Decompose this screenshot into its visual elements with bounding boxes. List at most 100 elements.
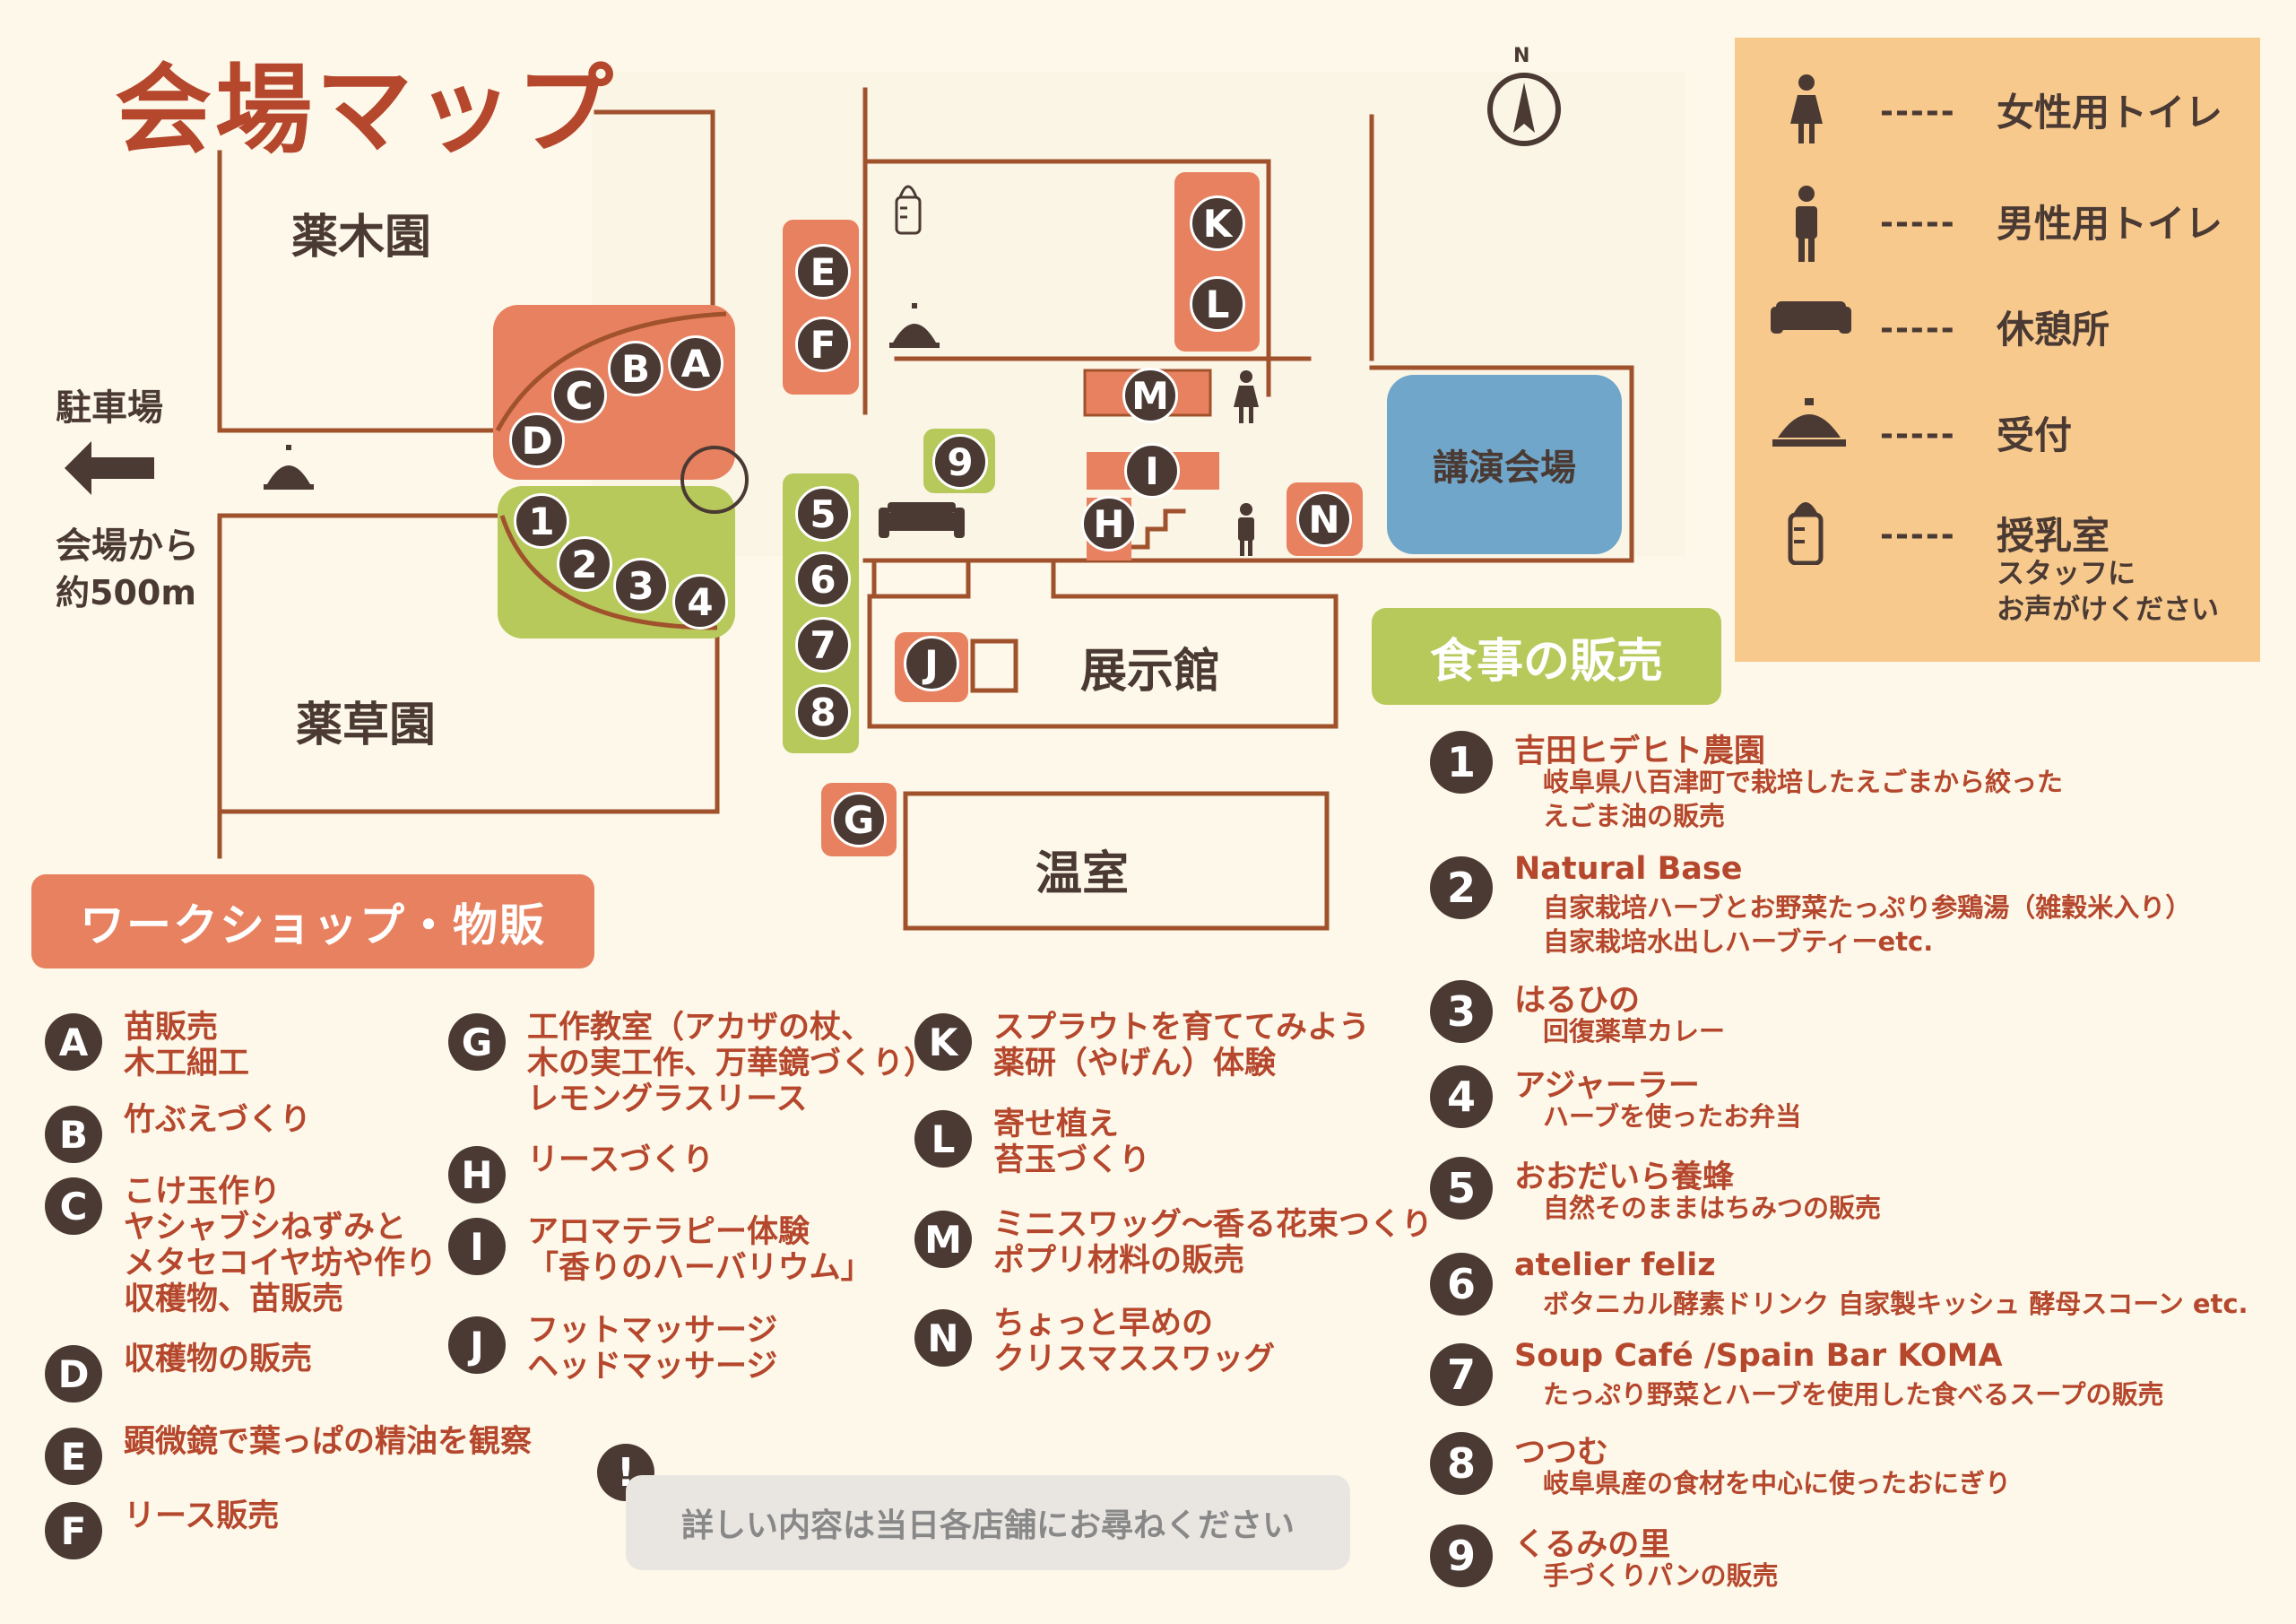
marker-4[interactable]: 4	[672, 574, 728, 630]
marker-h[interactable]: H	[1081, 496, 1137, 551]
sofa-icon	[1771, 301, 1851, 334]
marker-j[interactable]: J	[904, 636, 959, 691]
food-heading: 食事の販売	[1372, 608, 1721, 705]
path-curve	[495, 311, 727, 432]
marker-3[interactable]: 3	[613, 558, 669, 613]
workshop-key-badge: E	[45, 1428, 102, 1485]
legend-label-female: 女性用トイレ	[1997, 91, 2223, 135]
marker-c[interactable]: C	[551, 368, 607, 423]
workshop-item-line: スプラウトを育ててみよう	[993, 1010, 1371, 1046]
workshop-key-badge: L	[914, 1110, 972, 1168]
path-line	[1369, 365, 1634, 563]
workshop-item-line: 苔玉づくり	[993, 1142, 1151, 1178]
label-parking: 駐車場	[56, 387, 163, 429]
label-lecture-hall: 講演会場	[1387, 375, 1622, 554]
marker-l[interactable]: L	[1190, 276, 1245, 332]
food-vendor-name: atelier feliz	[1514, 1247, 1716, 1283]
tenjikan-outline	[867, 594, 1339, 729]
legend-row-male: ----- 男性用トイレ	[1735, 185, 2260, 265]
food-desc-line: 自家栽培ハーブとお野菜たっぷり参鶏湯（雑穀米入り）	[1543, 892, 2192, 923]
female-toilet-icon	[1790, 74, 1823, 143]
food-vendor-desc: たっぷり野菜とハーブを使用した食べるスープの販売	[1543, 1377, 2164, 1411]
workshop-item-text: ミニスワッグ～香る花束つくりポプリ材料の販売	[993, 1207, 1433, 1279]
marker-a[interactable]: A	[668, 335, 723, 391]
workshop-item-line: ミニスワッグ～香る花束つくり	[993, 1207, 1434, 1243]
marker-b[interactable]: B	[608, 341, 663, 396]
food-vendor-desc: ハーブを使ったお弁当	[1543, 1099, 1801, 1133]
workshop-item-text: こけ玉作りヤシャブシねずみとメタセコイヤ坊や作り収穫物、苗販売	[124, 1174, 437, 1317]
food-desc-line: 手づくりパンの販売	[1543, 1560, 1779, 1591]
workshop-item-line: 薬研（やげん）体験	[993, 1046, 1277, 1081]
marker-9[interactable]: 9	[932, 434, 988, 490]
legend-label-male: 男性用トイレ	[1997, 202, 2223, 246]
marker-5[interactable]: 5	[795, 486, 851, 542]
page-title: 会場マップ	[115, 55, 618, 167]
arrow-left-icon	[65, 441, 154, 495]
legend-dash: -----	[1880, 310, 1956, 347]
path-curve	[499, 515, 718, 630]
path-line	[217, 513, 500, 859]
food-desc-line: えごま油の販売	[1543, 801, 1726, 831]
workshop-item-line: リースづくり	[527, 1142, 715, 1178]
workshop-item-line: 「香りのハーバリウム」	[527, 1250, 872, 1286]
reception-bell-icon	[889, 303, 940, 348]
workshop-item-line: 収穫物、苗販売	[124, 1281, 344, 1317]
marker-2[interactable]: 2	[557, 536, 612, 592]
workshop-item-text: 竹ぶえづくり	[124, 1102, 311, 1138]
path-line	[593, 109, 715, 317]
marker-i[interactable]: I	[1124, 443, 1180, 499]
label-distance-2: 約500m	[56, 573, 196, 612]
j-box	[970, 638, 1018, 693]
compass-label: N	[1513, 45, 1530, 67]
workshop-item-line: 竹ぶえづくり	[124, 1102, 311, 1138]
workshop-item-line: ヘッドマッサージ	[527, 1349, 778, 1385]
food-vendor-name: くるみの里	[1514, 1527, 1671, 1563]
baby-bottle-icon	[895, 185, 922, 235]
workshop-item-line: こけ玉作り	[124, 1174, 282, 1210]
food-key-badge: 3	[1430, 980, 1493, 1043]
workshop-item-line: 顕微鏡で葉っぱの精油を観察	[124, 1424, 533, 1460]
compass-icon	[1487, 73, 1561, 146]
legend-row-nursing: ----- 授乳室 スタッフに お声がけください	[1735, 497, 2260, 626]
workshop-item-text: フットマッサージヘッドマッサージ	[527, 1313, 777, 1385]
food-key-badge: 1	[1430, 731, 1493, 794]
marker-7[interactable]: 7	[795, 617, 851, 673]
workshop-item-line: 苗販売	[124, 1010, 219, 1046]
workshop-key-badge: F	[45, 1502, 102, 1559]
marker-m[interactable]: M	[1122, 368, 1178, 423]
marker-e[interactable]: E	[795, 244, 851, 300]
legend-label-reception: 受付	[1997, 413, 2073, 457]
workshop-key-badge: H	[448, 1146, 506, 1203]
marker-8[interactable]: 8	[795, 684, 851, 740]
food-desc-line: 自然そのままはちみつの販売	[1543, 1193, 1882, 1223]
workshop-key-badge: B	[45, 1106, 102, 1163]
workshop-key-badge: A	[45, 1013, 102, 1071]
marker-g[interactable]: G	[831, 792, 887, 847]
workshop-item-text: アロマテラピー体験「香りのハーバリウム」	[527, 1214, 872, 1286]
workshop-key-badge: M	[914, 1211, 972, 1268]
sofa-icon	[879, 502, 965, 538]
legend-row-reception: ----- 受付	[1735, 396, 2260, 477]
path-line	[221, 634, 720, 814]
workshop-item-line: ちょっと早めの	[993, 1306, 1214, 1342]
marker-d[interactable]: D	[509, 413, 565, 468]
marker-1[interactable]: 1	[514, 493, 569, 549]
food-key-badge: 8	[1430, 1432, 1493, 1495]
legend-label-nursing: 授乳室	[1997, 514, 2110, 558]
workshop-key-badge: J	[448, 1316, 506, 1374]
marker-n[interactable]: N	[1296, 491, 1352, 547]
workshop-item-line: ポプリ材料の販売	[993, 1243, 1245, 1279]
food-key-badge: 2	[1430, 856, 1493, 919]
marker-k[interactable]: K	[1190, 195, 1245, 251]
workshop-key-badge: C	[45, 1177, 102, 1235]
legend-note-2: お声がけください	[1997, 594, 2219, 626]
marker-f[interactable]: F	[795, 317, 851, 372]
zone-5678	[783, 473, 859, 753]
workshop-heading: ワークショップ・物販	[31, 874, 594, 968]
workshop-item-line: アロマテラピー体験	[527, 1214, 810, 1250]
legend-dash: -----	[1880, 416, 1956, 453]
workshop-item-line: レモングラスリース	[527, 1081, 808, 1117]
food-vendor-name: 吉田ヒデヒト農園	[1514, 734, 1766, 769]
label-distance-1: 会場から	[56, 525, 199, 567]
marker-6[interactable]: 6	[795, 551, 851, 607]
